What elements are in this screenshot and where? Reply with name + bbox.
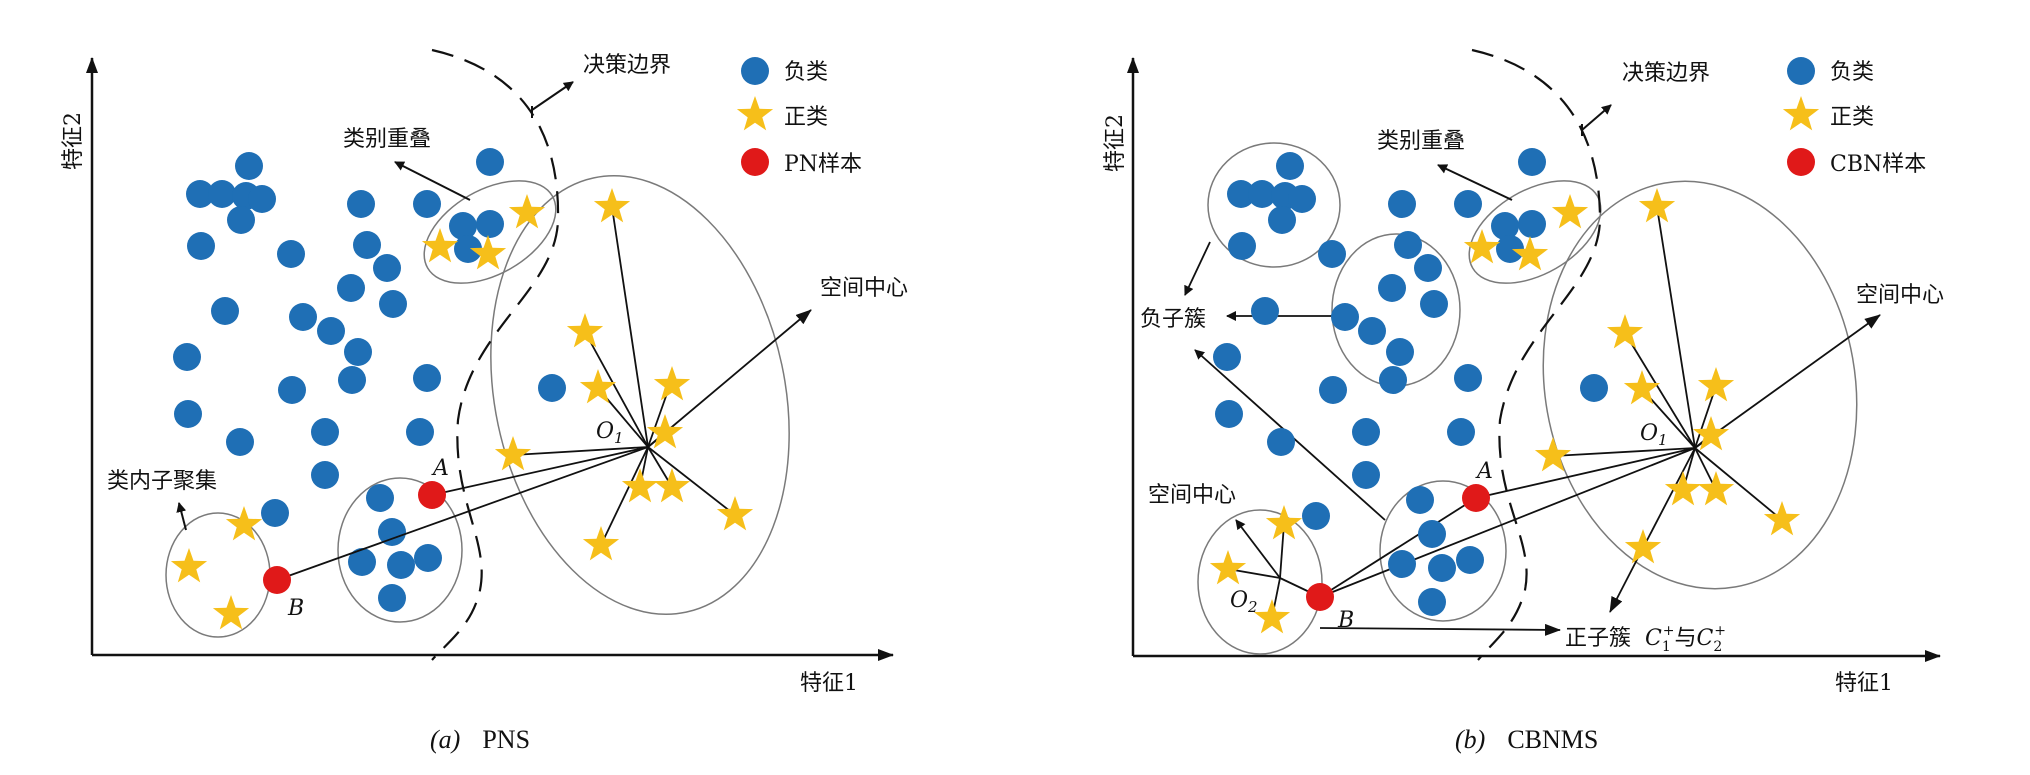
decision-boundary bbox=[431, 48, 560, 661]
overlap-arrow bbox=[1437, 164, 1513, 201]
legend-positive-marker bbox=[736, 96, 774, 131]
neg-subcluster-1-ellipse bbox=[1207, 142, 1341, 268]
point-b-label: B bbox=[287, 596, 304, 621]
y-axis-label: 特征2 bbox=[1103, 114, 1128, 172]
cbn-sample-a bbox=[1462, 484, 1490, 512]
panel-b: 特征1 特征2 bbox=[1103, 48, 1944, 754]
positive-region-ellipse bbox=[1542, 180, 1858, 590]
positive-points bbox=[1209, 188, 1801, 634]
overlap-ellipse bbox=[1468, 180, 1602, 284]
caption-b: (b)CBNMS bbox=[1455, 725, 1598, 754]
space-center-label: 空间中心 bbox=[820, 276, 908, 301]
legend-positive-label: 正类 bbox=[1830, 105, 1874, 130]
pn-sample-a bbox=[418, 481, 446, 509]
positive-points bbox=[170, 188, 754, 630]
space-center-left-label: 空间中心 bbox=[1148, 483, 1236, 508]
point-b-label: B bbox=[1337, 608, 1354, 633]
center-o1-label: O1 bbox=[1640, 421, 1668, 449]
legend-positive-label: 正类 bbox=[784, 105, 828, 130]
intra-cluster-arrow bbox=[176, 502, 187, 531]
panel-a: 特征1 特征2 bbox=[61, 48, 908, 754]
legend-positive-marker bbox=[1782, 96, 1820, 131]
point-a-label: A bbox=[1475, 459, 1493, 484]
overlap-ellipse bbox=[423, 180, 557, 284]
decision-boundary-arrow bbox=[531, 81, 574, 111]
x-axis-label: 特征1 bbox=[1835, 671, 1893, 696]
legend-b: 负类 正类 CBN样本 bbox=[1782, 57, 1926, 177]
negative-subgroup-ellipse bbox=[337, 477, 463, 623]
legend-negative-label: 负类 bbox=[784, 60, 828, 85]
legend-negative-label: 负类 bbox=[1830, 60, 1874, 85]
positive-region-ellipse bbox=[490, 175, 790, 615]
legend-negative-marker bbox=[741, 57, 769, 85]
center-links bbox=[1184, 206, 1881, 636]
legend-sample-marker bbox=[741, 148, 769, 176]
y-axis-label: 特征2 bbox=[61, 112, 86, 170]
negative-points bbox=[1213, 148, 1608, 616]
legend-sample-label: CBN样本 bbox=[1830, 152, 1926, 177]
x-axis-label: 特征1 bbox=[800, 671, 858, 696]
negative-points bbox=[173, 148, 566, 612]
legend-sample-marker bbox=[1787, 148, 1815, 176]
overlap-label: 类别重叠 bbox=[343, 127, 431, 152]
legend-a: 负类 正类 PN样本 bbox=[736, 57, 862, 177]
center-links bbox=[276, 206, 812, 581]
overlap-label: 类别重叠 bbox=[1377, 129, 1465, 154]
pn-sample-b bbox=[263, 566, 291, 594]
legend-sample-label: PN样本 bbox=[784, 152, 862, 177]
decision-boundary bbox=[1471, 48, 1602, 661]
decision-boundary-label: 决策边界 bbox=[583, 53, 671, 78]
neg-cluster-label: 负子簇 bbox=[1140, 307, 1206, 332]
caption-a: (a)PNS bbox=[430, 725, 530, 754]
legend-negative-marker bbox=[1787, 57, 1815, 85]
point-a-label: A bbox=[431, 456, 449, 481]
decision-boundary-label: 决策边界 bbox=[1622, 61, 1710, 86]
cbn-sample-b bbox=[1306, 583, 1334, 611]
center-o1-label: O1 bbox=[596, 419, 624, 447]
space-center-right-label: 空间中心 bbox=[1856, 283, 1944, 308]
intra-cluster-label: 类内子聚集 bbox=[107, 469, 217, 494]
overlap-arrow bbox=[394, 161, 471, 201]
decision-boundary-arrow bbox=[1581, 104, 1612, 131]
negative-subgroup-ellipse bbox=[1379, 480, 1507, 622]
center-o2-label: O2 bbox=[1230, 588, 1258, 616]
pos-subcluster-2-ellipse bbox=[1197, 509, 1323, 655]
